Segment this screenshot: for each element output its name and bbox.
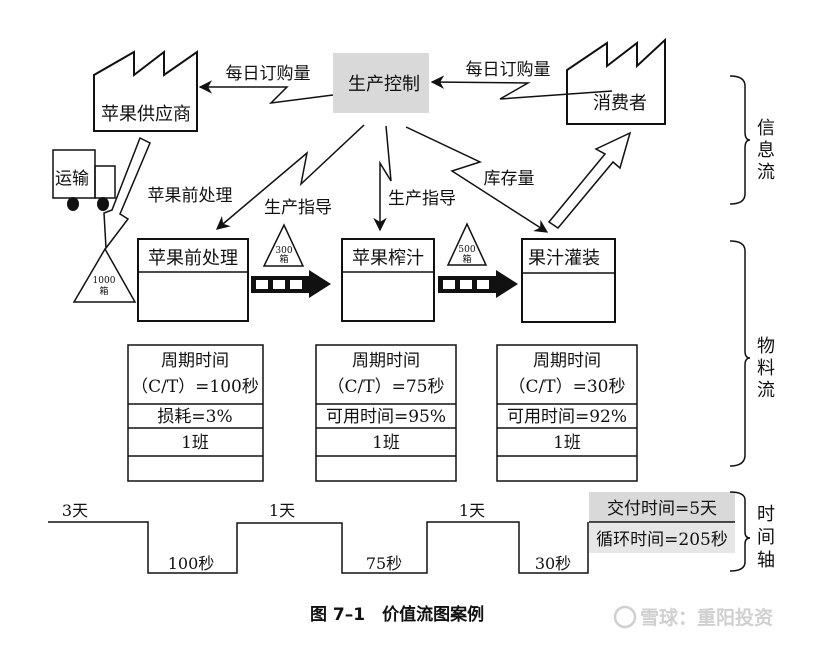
snowball-logo-icon	[613, 605, 637, 629]
truck-wheel	[67, 197, 79, 211]
customer-label: 消费者	[593, 93, 647, 114]
svg-text:轴: 轴	[757, 550, 775, 571]
data-row: 可用时间=95%	[326, 407, 446, 427]
wait-time: 1天	[459, 501, 485, 520]
figure-caption: 图 7–1 价值流图案例	[310, 604, 484, 625]
data-row: 周期时间	[161, 351, 229, 371]
guide-label-2: 生产指导	[388, 189, 456, 209]
customer-factory[interactable]: 消费者	[566, 37, 666, 125]
bracket-time-axis: 时 间 轴	[729, 491, 775, 572]
data-box-1: 周期时间 （C/T）=100秒 损耗=3% 1班	[127, 344, 264, 482]
data-row: （C/T）=75秒	[328, 377, 445, 397]
guide-label-prefix: 苹果前处理	[148, 186, 233, 206]
inventory-unit: 箱	[462, 253, 471, 265]
wait-time: 1天	[269, 501, 295, 520]
data-box-2: 周期时间 （C/T）=75秒 可用时间=95% 1班	[315, 344, 457, 482]
order-label-left: 每日订购量	[226, 64, 311, 84]
brace-icon	[729, 491, 751, 572]
process-time: 30秒	[535, 554, 571, 573]
process-name: 苹果榨汁	[352, 248, 424, 269]
guide-arrow-1	[215, 124, 365, 230]
inventory-triangle-3: 500 箱	[446, 222, 488, 266]
order-label-right: 每日订购量	[466, 60, 551, 80]
production-control-label: 生产控制	[348, 74, 420, 95]
production-control[interactable]: 生产控制	[333, 53, 429, 113]
process-box-3[interactable]: 果汁灌装	[521, 238, 616, 323]
data-row: 可用时间=92%	[507, 407, 627, 427]
svg-text:息: 息	[757, 140, 775, 161]
watermark: 雪球：重阳投资	[613, 605, 773, 629]
brace-icon	[729, 75, 751, 205]
wait-time: 3天	[62, 501, 88, 520]
supplier-factory[interactable]: 苹果供应商	[93, 49, 198, 132]
truck-wheel	[97, 197, 109, 211]
supplier-label: 苹果供应商	[101, 104, 191, 125]
inventory-unit: 箱	[99, 285, 108, 297]
watermark-text: 雪球：重阳投资	[640, 606, 773, 629]
inventory-qty: 1000	[93, 276, 116, 286]
bracket-info-flow: 信 息 流	[729, 75, 775, 205]
process-name: 果汁灌装	[528, 248, 600, 269]
cycle-time: 循环时间=205秒	[596, 530, 728, 550]
svg-text:间: 间	[757, 527, 775, 548]
inventory-info-label: 库存量	[484, 169, 535, 189]
order-arrow-control-to-supplier	[198, 80, 334, 105]
transport-label: 运输	[55, 169, 89, 189]
svg-text:信: 信	[757, 118, 775, 139]
brace-icon	[729, 240, 751, 467]
data-row: 周期时间	[352, 351, 420, 371]
data-row: 损耗=3%	[157, 407, 232, 427]
inventory-triangle-2: 300 箱	[262, 223, 305, 267]
inventory-icon	[446, 222, 488, 266]
production-control-box	[333, 53, 429, 113]
timeline-line	[48, 521, 589, 574]
process-box-1[interactable]: 苹果前处理	[137, 238, 249, 322]
process-name: 苹果前处理	[148, 248, 238, 269]
inventory-info-arrow	[405, 126, 549, 233]
data-row: （C/T）=100秒	[131, 377, 259, 397]
svg-text:物: 物	[757, 336, 775, 357]
data-row: 周期时间	[533, 351, 601, 371]
push-arrow-1	[251, 270, 331, 298]
inventory-qty: 300	[275, 246, 292, 256]
shipment-arrow	[547, 131, 632, 229]
svg-text:流: 流	[757, 380, 775, 401]
svg-text:流: 流	[757, 162, 775, 183]
truck-cab	[94, 165, 116, 199]
inventory-unit: 箱	[279, 253, 288, 265]
inventory-qty: 500	[458, 245, 475, 255]
bracket-material-flow: 物 料 流	[729, 240, 775, 467]
inventory-icon	[262, 223, 305, 267]
data-row: 1班	[181, 433, 209, 453]
lead-time: 交付时间=5天	[607, 499, 717, 519]
factory-icon	[566, 37, 666, 125]
process-box-2[interactable]: 苹果榨汁	[341, 238, 435, 322]
order-arrow-customer-to-control	[430, 75, 613, 100]
timeline-summary: 交付时间=5天 循环时间=205秒	[589, 492, 735, 553]
svg-text:时: 时	[757, 504, 775, 525]
transport-truck: 运输	[52, 149, 116, 211]
process-time: 75秒	[366, 554, 402, 573]
data-row: （C/T）=30秒	[509, 377, 626, 397]
inventory-icon	[72, 247, 137, 303]
supply-arrow	[103, 136, 151, 251]
data-row: 1班	[553, 433, 581, 453]
push-arrow-2	[438, 270, 518, 298]
data-row: 1班	[372, 433, 400, 453]
process-time: 100秒	[168, 554, 215, 573]
data-box-3: 周期时间 （C/T）=30秒 可用时间=92% 1班	[496, 344, 638, 482]
svg-text:料: 料	[757, 358, 775, 379]
guide-label-1: 生产指导	[264, 198, 332, 218]
inventory-triangle-1: 1000 箱	[72, 247, 137, 303]
guide-arrow-2	[373, 125, 392, 232]
factory-icon	[93, 49, 198, 132]
